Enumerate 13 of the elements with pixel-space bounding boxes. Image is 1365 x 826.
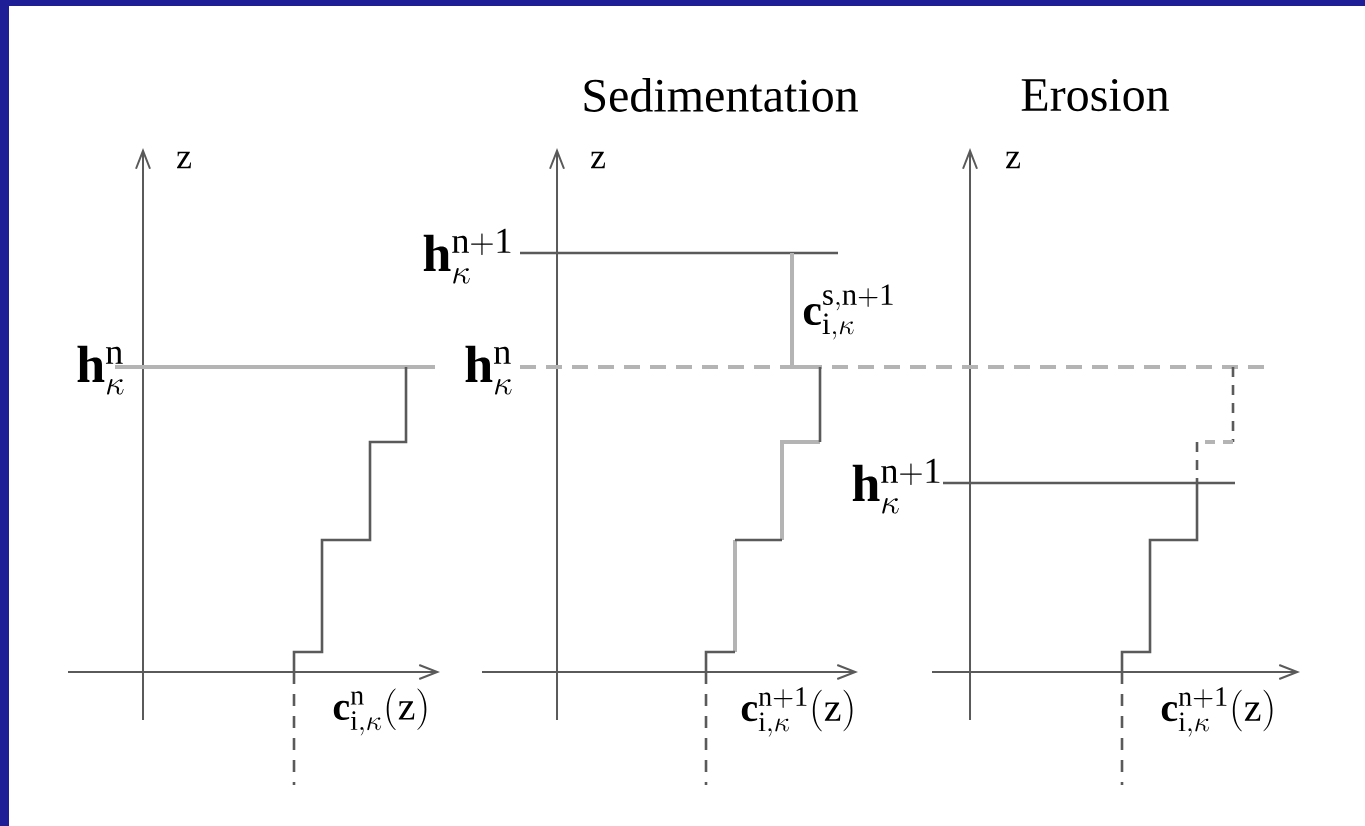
concentration-label: $\mathbf{c}_{\mathrm{i},\kappa}^{\mathrm{s,n+1}}$ xyxy=(803,284,893,340)
height-label: $\mathbf{h}_{\kappa}^{\mathrm{n}}$ xyxy=(77,345,124,395)
panel-heading: Sedimentation xyxy=(584,78,858,112)
height-label: $\mathbf{h}_{\kappa}^{\mathrm{n}}$ xyxy=(465,345,512,395)
height-label: $\mathbf{h}_{\kappa}^{\mathrm{n+1}}$ xyxy=(852,458,940,514)
axis-label: z xyxy=(591,151,605,169)
axis-label: z xyxy=(177,151,191,169)
concentration-label: $\mathbf{c}_{\mathrm{i},\kappa}^{\mathrm{n+1}}(\mathrm{z})$ xyxy=(741,687,853,737)
height-label: $\mathbf{h}_{\kappa}^{\mathrm{n+1}}$ xyxy=(423,228,511,284)
axis-label: z xyxy=(1006,151,1020,169)
concentration-label: $\mathbf{c}_{\mathrm{i},\kappa}^{\mathrm{n}}(\mathrm{z})$ xyxy=(333,688,427,736)
concentration-label: $\mathbf{c}_{\mathrm{i},\kappa}^{\mathrm{n+1}}(\mathrm{z})$ xyxy=(1161,687,1273,737)
panel-heading: Erosion xyxy=(1021,78,1169,112)
